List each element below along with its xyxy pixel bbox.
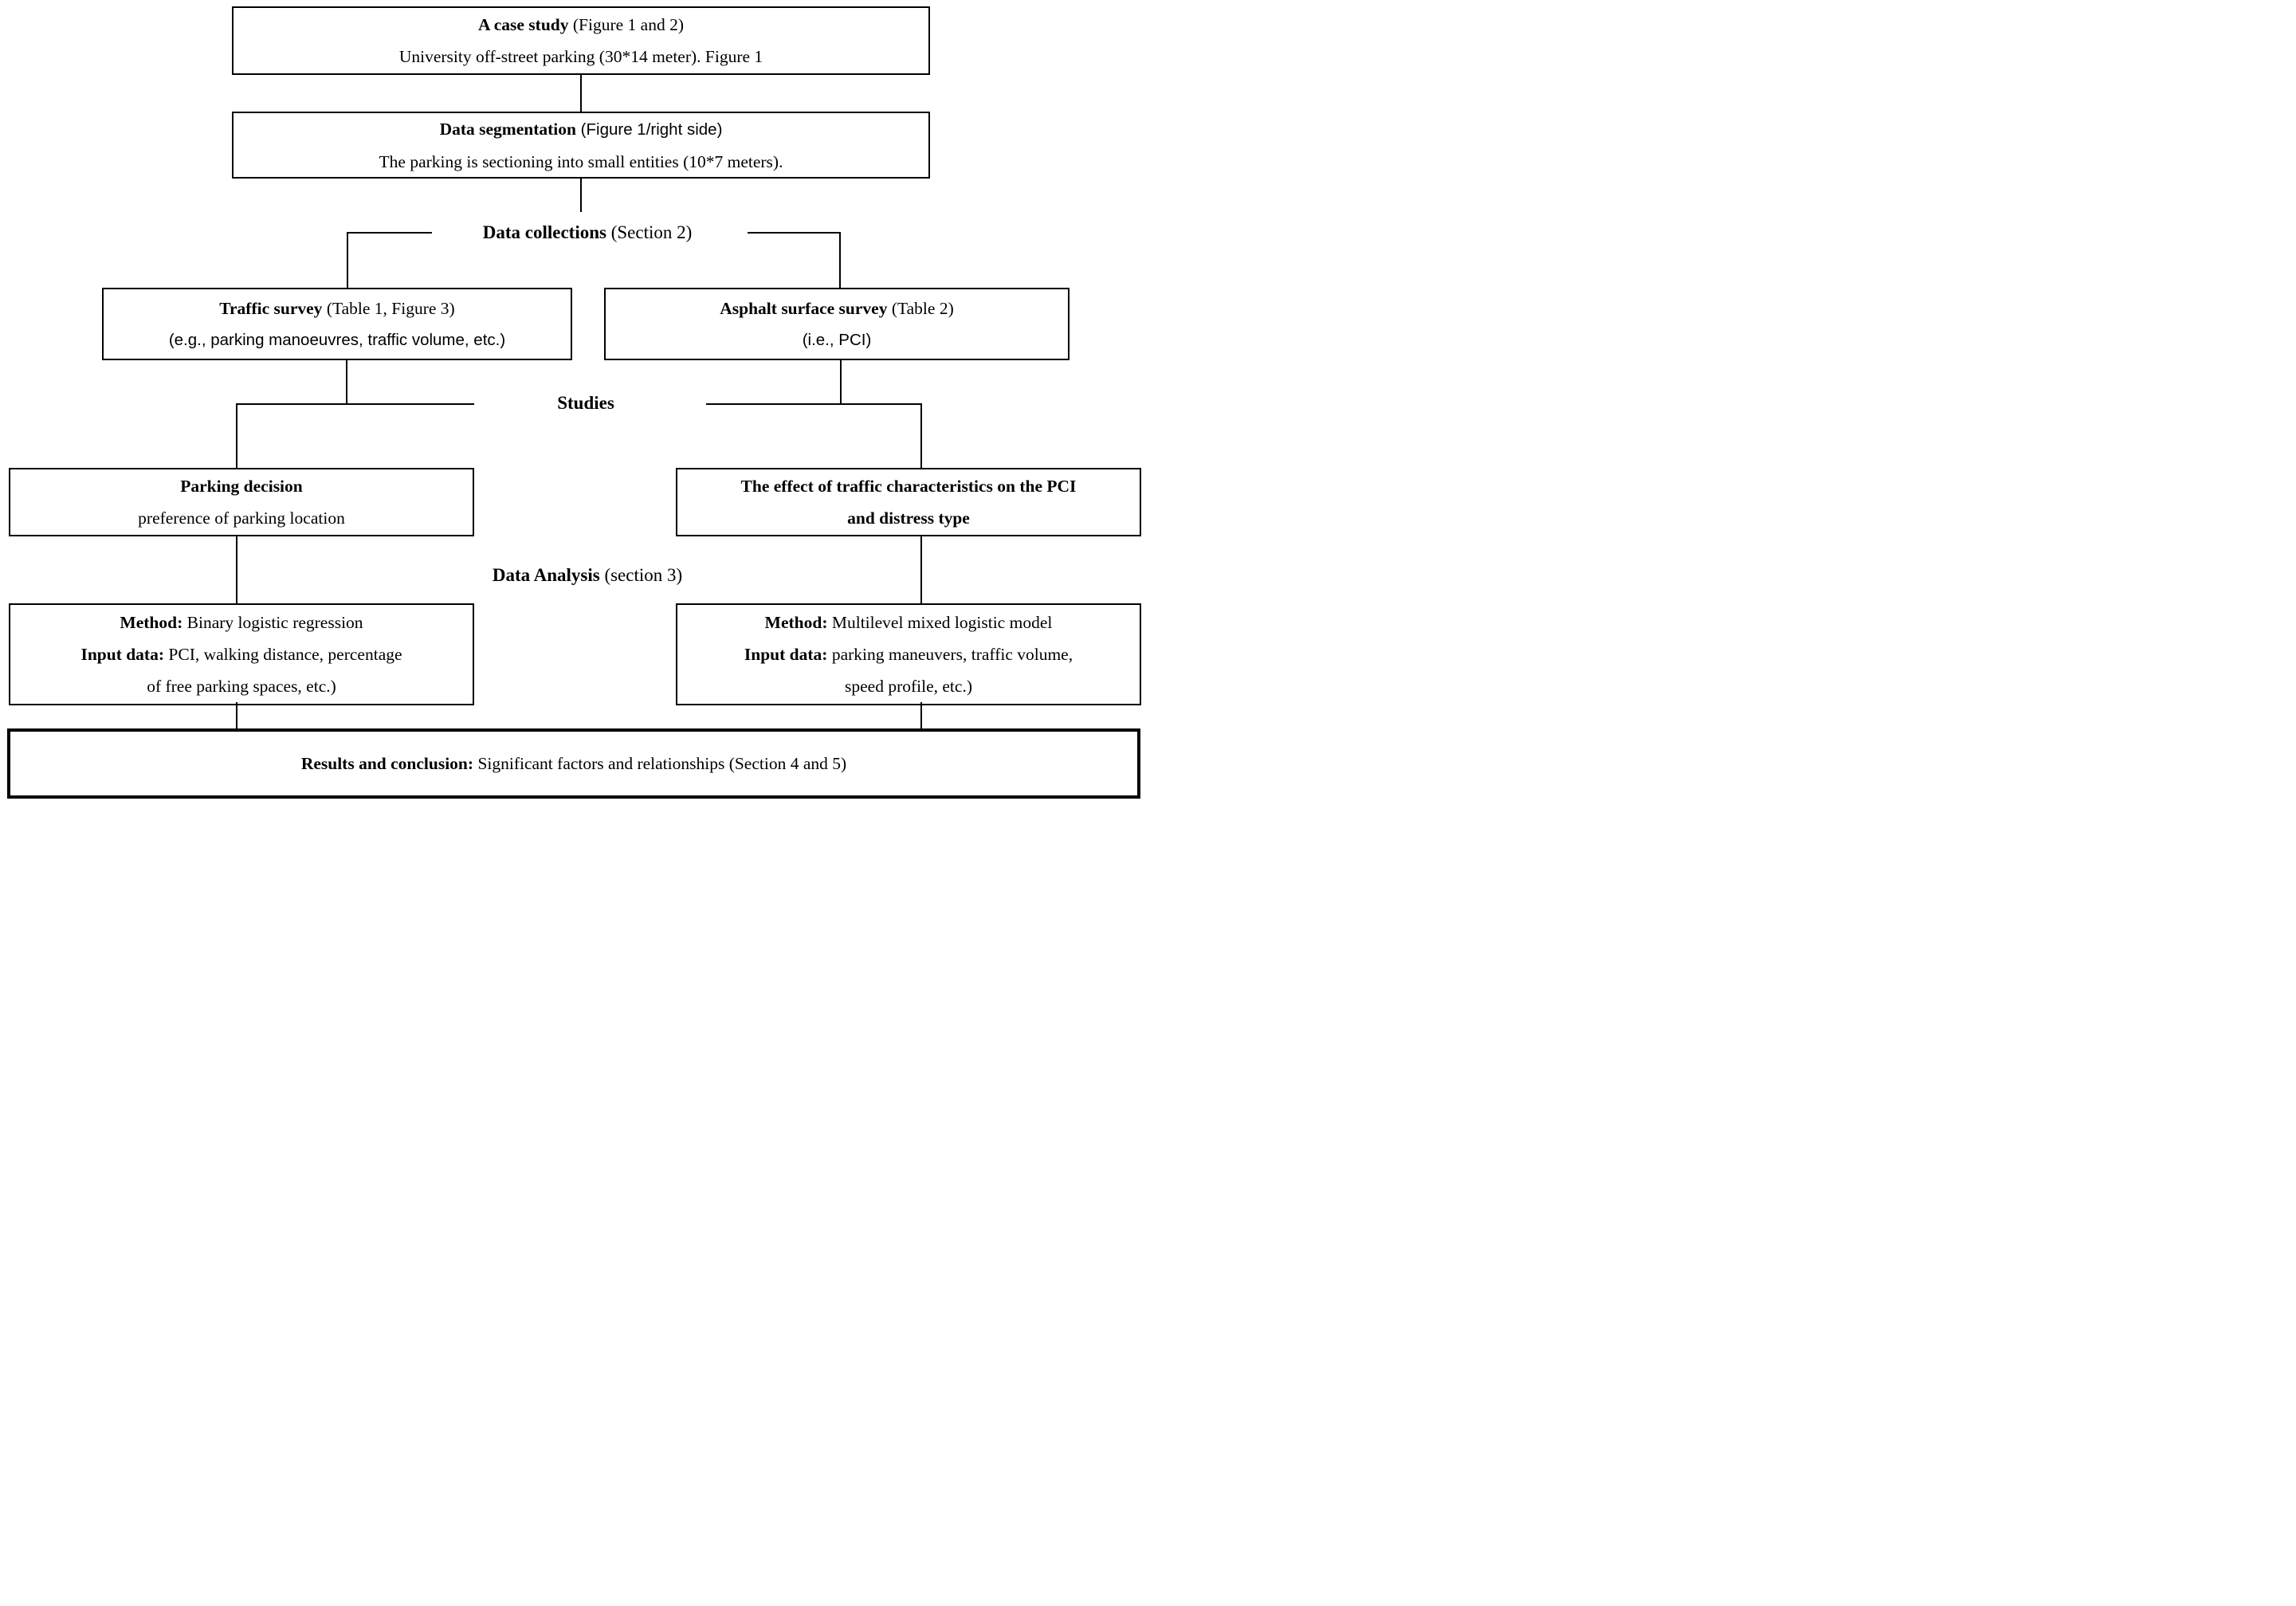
- method-right-input-cont: speed profile, etc.): [845, 677, 972, 696]
- traffic-effect-line1: The effect of traffic characteristics on…: [740, 477, 1077, 496]
- connector-collections-to-asphalt: [839, 232, 841, 288]
- case-study-title: A case study (Figure 1 and 2): [478, 15, 684, 34]
- connector-collections-right-arm: [748, 232, 841, 234]
- asphalt-survey-node: Asphalt surface survey (Table 2) (i.e., …: [604, 288, 1070, 360]
- asphalt-survey-detail: (i.e., PCI): [802, 330, 872, 349]
- method-right-node: Method: Multilevel mixed logistic model …: [676, 603, 1141, 705]
- case-study-node: A case study (Figure 1 and 2) University…: [232, 6, 930, 75]
- connector-studies-left-arm: [236, 403, 474, 405]
- studies-label: Studies: [557, 393, 614, 413]
- connector-methodright-to-results: [920, 702, 922, 728]
- method-left-node: Method: Binary logistic regression Input…: [9, 603, 474, 705]
- data-collections-label: Data collections (Section 2): [482, 222, 693, 242]
- connector-collections-to-traffic: [347, 232, 348, 288]
- case-study-detail: University off-street parking (30*14 met…: [398, 47, 763, 66]
- data-segmentation-detail: The parking is sectioning into small ent…: [379, 151, 783, 171]
- method-left-input-cont: of free parking spaces, etc.): [147, 677, 336, 696]
- connector-collections-left-arm: [347, 232, 432, 234]
- results-text: Results and conclusion: Significant fact…: [300, 754, 847, 773]
- data-segmentation-title: Data segmentation (Figure 1/right side): [439, 119, 723, 139]
- connector-case-to-segmentation: [580, 73, 582, 112]
- parking-decision-title: Parking decision: [180, 477, 303, 496]
- method-right-method: Method: Multilevel mixed logistic model: [764, 613, 1053, 632]
- traffic-survey-title: Traffic survey (Table 1, Figure 3): [219, 298, 455, 318]
- data-analysis-label: Data Analysis (section 3): [492, 565, 683, 585]
- parking-decision-detail: preference of parking location: [138, 509, 345, 528]
- flowchart-figure: A case study (Figure 1 and 2) University…: [0, 0, 1148, 803]
- method-left-method: Method: Binary logistic regression: [120, 613, 363, 632]
- connector-parking-to-method: [236, 535, 237, 603]
- parking-decision-node: Parking decision preference of parking l…: [9, 468, 474, 536]
- connector-studies-to-effect: [920, 403, 922, 468]
- connector-effect-to-method: [920, 535, 922, 603]
- connector-methodleft-to-results: [236, 702, 237, 728]
- method-right-input: Input data: parking maneuvers, traffic v…: [744, 645, 1073, 664]
- connector-traffic-to-studies: [346, 359, 347, 405]
- asphalt-survey-title: Asphalt surface survey (Table 2): [720, 298, 954, 318]
- method-left-input: Input data: PCI, walking distance, perce…: [80, 645, 402, 664]
- connector-studies-to-parking: [236, 403, 237, 468]
- data-segmentation-node: Data segmentation (Figure 1/right side) …: [232, 112, 930, 179]
- connector-studies-right-arm: [706, 403, 922, 405]
- connector-asphalt-to-studies: [840, 359, 842, 405]
- traffic-effect-line2: and distress type: [847, 509, 970, 528]
- traffic-effect-node: The effect of traffic characteristics on…: [676, 468, 1141, 536]
- results-node: Results and conclusion: Significant fact…: [7, 728, 1140, 799]
- traffic-survey-detail: (e.g., parking manoeuvres, traffic volum…: [168, 330, 506, 349]
- connector-segmentation-to-collections: [580, 177, 582, 212]
- traffic-survey-node: Traffic survey (Table 1, Figure 3) (e.g.…: [102, 288, 572, 360]
